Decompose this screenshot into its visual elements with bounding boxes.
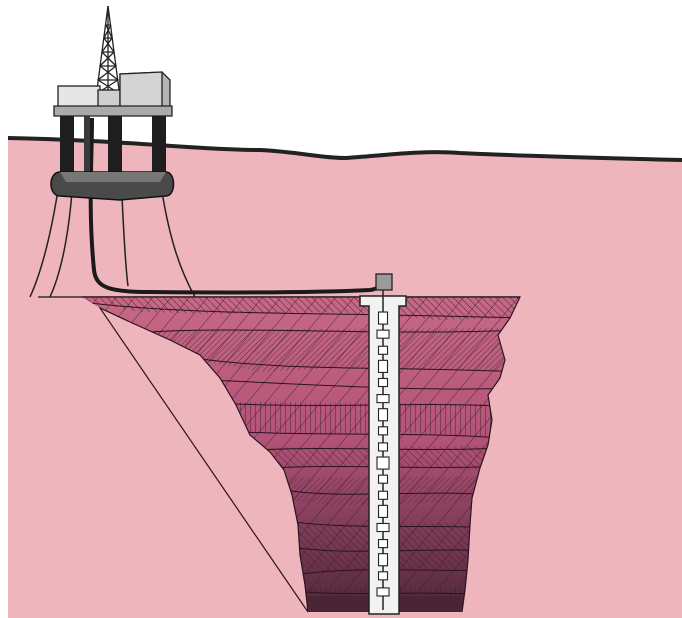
tool-segment [379, 475, 388, 483]
main-deck [54, 106, 172, 116]
tool-segment [379, 505, 388, 517]
tool-segment [377, 523, 389, 531]
leg-1 [60, 116, 74, 178]
tool-segment [379, 540, 388, 548]
leg-2 [108, 116, 122, 178]
tool-segment [377, 588, 389, 596]
tool-segment [379, 572, 388, 580]
leg-3 [152, 116, 166, 178]
tool-segment [379, 360, 388, 372]
deck-module-left [58, 86, 100, 108]
tool-segment [379, 427, 388, 435]
tool-segment [377, 457, 389, 469]
tool-segment [377, 330, 389, 338]
tool-segment [379, 378, 388, 386]
tool-segment [379, 346, 388, 354]
tool-segment [379, 312, 388, 324]
tool-segment [379, 554, 388, 566]
tool-segment [377, 395, 389, 403]
tool-segment [379, 409, 388, 421]
tool-segment [379, 443, 388, 451]
drilling-rig [51, 6, 174, 200]
wellhead [376, 274, 392, 290]
tool-segment [379, 491, 388, 499]
